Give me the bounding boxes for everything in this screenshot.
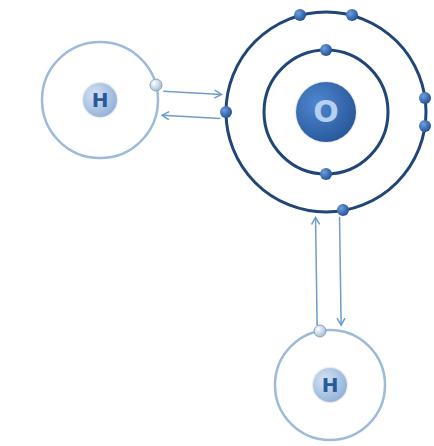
- atom: O: [226, 12, 426, 212]
- nucleus: H: [313, 368, 347, 402]
- element-symbol: O: [313, 97, 339, 127]
- electron: [346, 9, 358, 21]
- electron: [314, 325, 326, 337]
- electron: [320, 168, 332, 180]
- atom: H: [275, 330, 385, 440]
- atom: H: [42, 42, 158, 158]
- electron-transfer-arrow: [162, 115, 220, 118]
- electron-transfer-arrow: [340, 217, 342, 325]
- electron-shell: [264, 50, 388, 174]
- element-symbol: H: [322, 375, 339, 395]
- electron: [294, 9, 306, 21]
- electron-shell: [226, 12, 426, 212]
- electron: [150, 79, 162, 91]
- electron: [419, 92, 431, 104]
- electron-transfer-arrow: [316, 217, 318, 325]
- nucleus: H: [83, 83, 117, 117]
- nucleus: O: [296, 82, 356, 142]
- element-symbol: H: [92, 90, 109, 110]
- electron-shell: [42, 42, 158, 158]
- electron-shell: [275, 330, 385, 440]
- electron: [320, 44, 332, 56]
- electron: [337, 204, 349, 216]
- electron: [419, 120, 431, 132]
- electron: [220, 106, 232, 118]
- electron-transfer-arrow: [163, 91, 221, 94]
